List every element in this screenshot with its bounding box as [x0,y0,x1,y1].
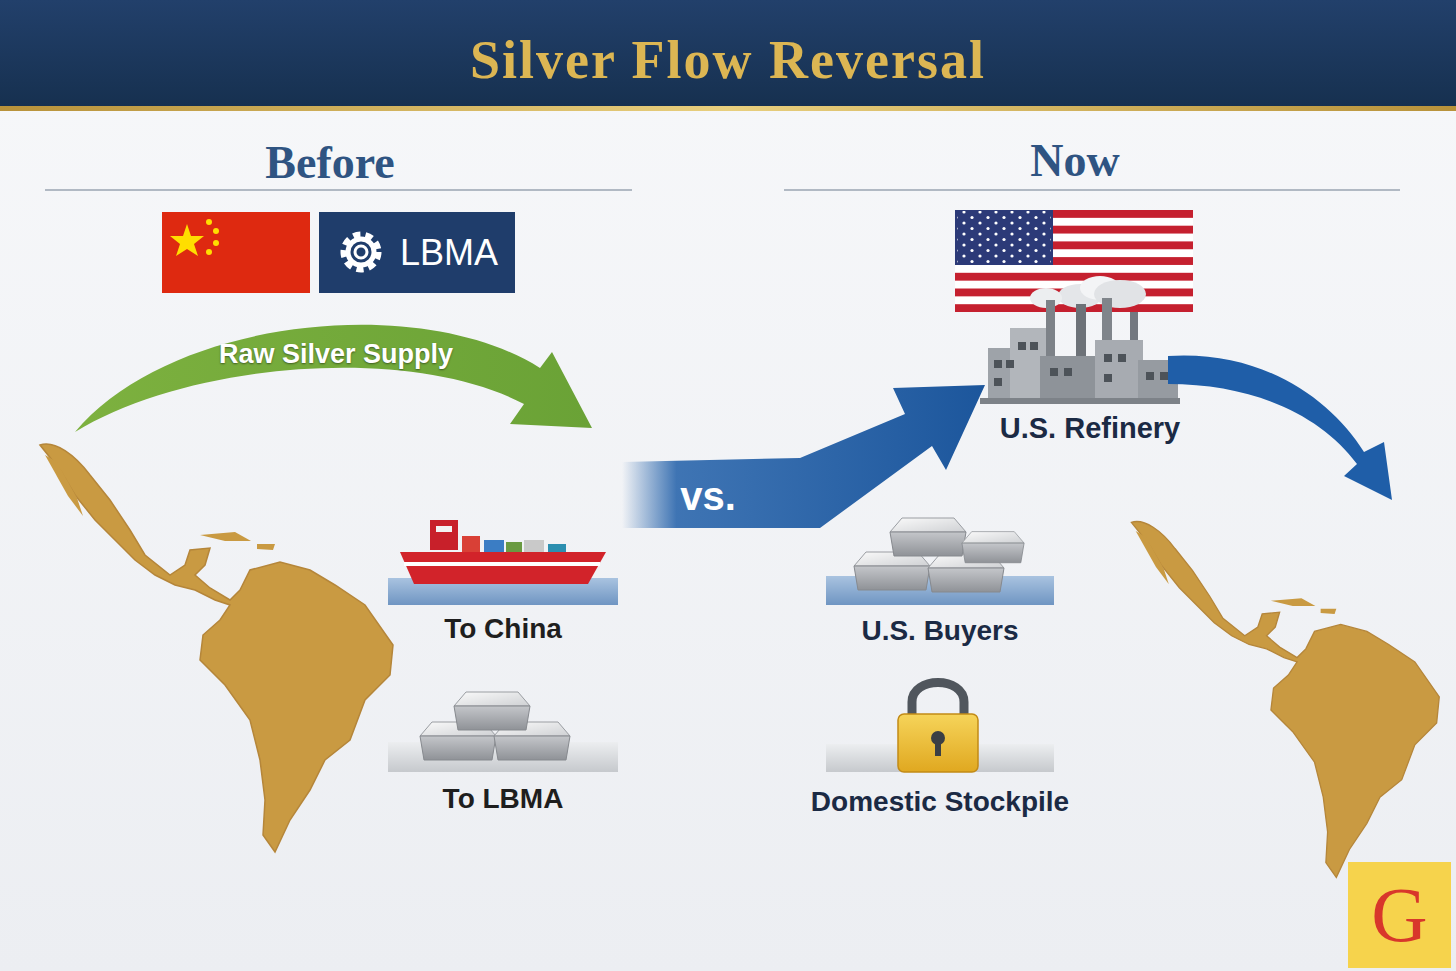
china-flag [162,212,310,293]
supply-arrow [75,325,592,432]
node-text: Domestic Stockpile [811,787,1069,818]
section-heading: Before [265,136,394,189]
ship-icon [388,520,618,605]
destination-tile: Domestic Stockpile [790,782,1090,822]
us-flag [955,210,1193,312]
section-heading: Now [1030,134,1119,187]
node-text: G [1371,872,1427,958]
logo-box: LBMA [385,212,513,293]
lbma-logo [319,212,515,293]
node-text: LBMA [400,233,498,273]
vs-arrow [622,385,985,528]
destination-tile: U.S. Buyers [826,611,1054,651]
latin-america-map [1131,522,1439,878]
destination-tile: To LBMA [388,779,618,819]
silver-bars-icon [826,518,1054,605]
lock-icon [826,683,1054,773]
refinery-tile: U.S. Refinery [972,408,1208,450]
refinery-icon [980,276,1180,404]
destination-tile: To China [388,609,618,649]
latin-america-map [40,444,393,852]
logo-box: G [1348,862,1451,968]
node-text: To China [444,614,562,645]
silver-bars-icon [388,692,618,772]
arrow-label: Raw Silver Supply [219,339,453,370]
outflow-arrow [1168,355,1392,500]
node-text: U.S. Buyers [861,616,1018,647]
arrow-label: vs. [680,474,736,519]
node-text: To LBMA [443,784,564,815]
title: Silver Flow Reversal [470,29,986,91]
node-text: U.S. Refinery [1000,413,1181,445]
logo-square [1348,862,1451,968]
